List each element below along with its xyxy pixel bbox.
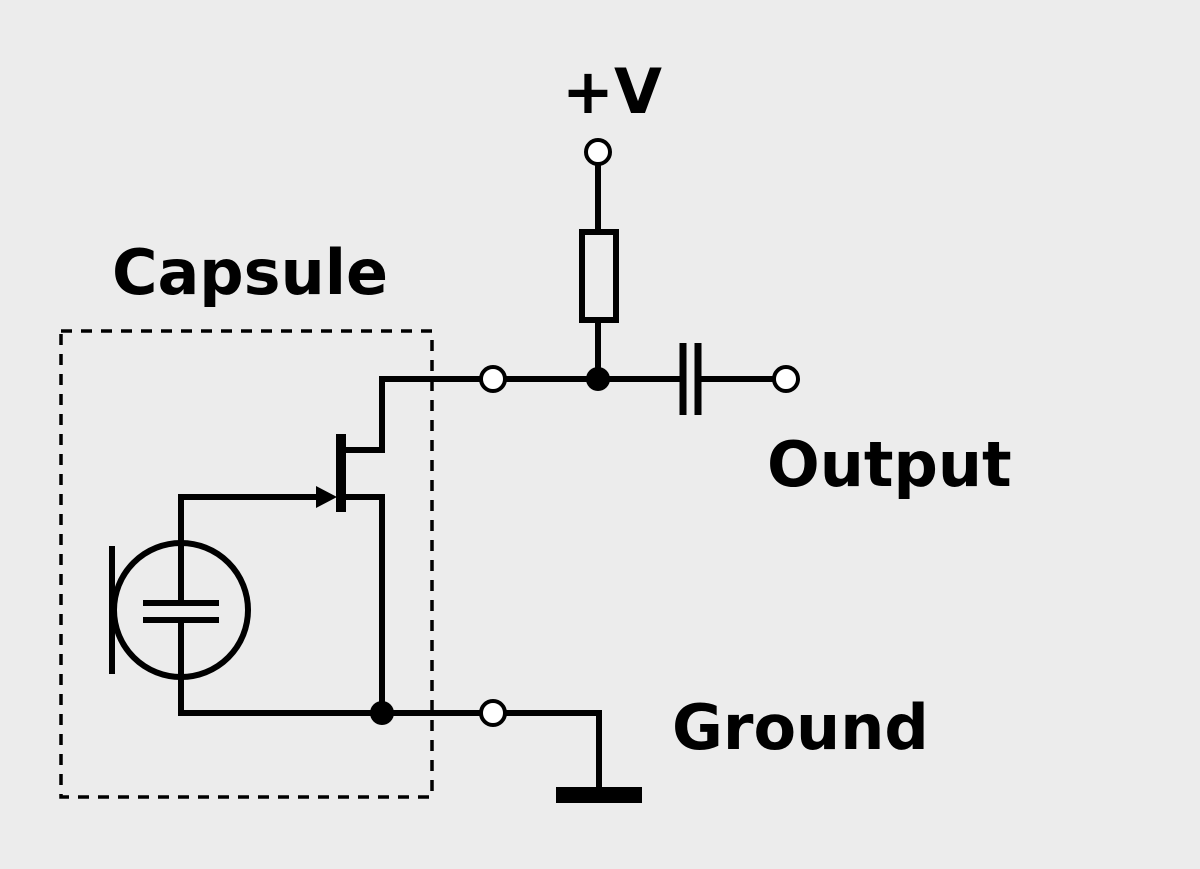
ground-junction-dot xyxy=(370,701,394,725)
output-label: Output xyxy=(767,428,1012,501)
jfet-transistor xyxy=(336,434,385,512)
supply-label: +V xyxy=(562,55,662,128)
ground-label: Ground xyxy=(672,691,929,764)
jfet-gate-wire xyxy=(178,486,337,508)
capsule-label: Capsule xyxy=(112,236,388,309)
capsule-boundary xyxy=(59,329,434,799)
load-resistor xyxy=(579,229,619,323)
capsule-output-terminal xyxy=(479,365,507,393)
coupling-capacitor xyxy=(679,343,702,415)
output-terminal xyxy=(772,365,800,393)
ground-symbol xyxy=(556,787,642,803)
output-junction-dot xyxy=(586,367,610,391)
ground-wire xyxy=(502,710,602,793)
electret-microphone-symbol xyxy=(109,497,251,713)
capsule-ground-terminal xyxy=(479,699,507,727)
drain-wire xyxy=(379,376,489,453)
supply-terminal xyxy=(584,138,612,166)
